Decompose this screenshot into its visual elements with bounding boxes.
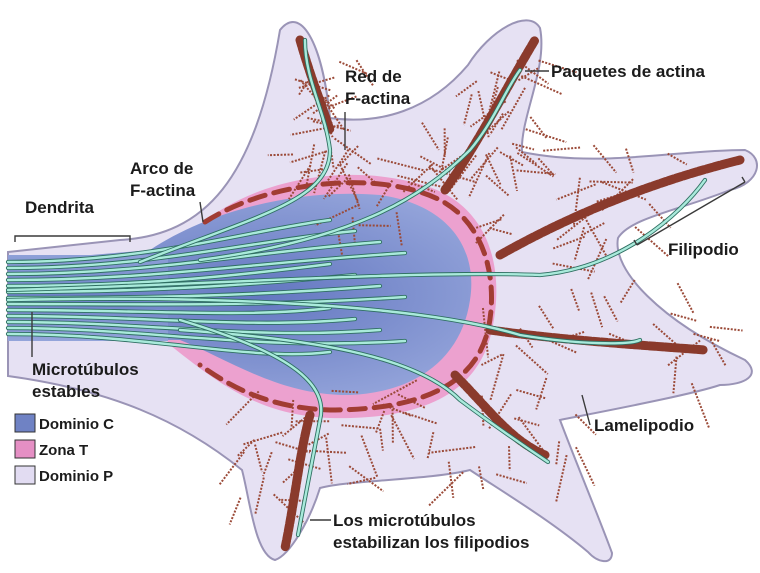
label-dendrita: Dendrita	[25, 198, 95, 217]
f-actin-filament	[530, 117, 546, 138]
label-lamelipodio: Lamelipodio	[594, 416, 694, 435]
label-los-microtubulos: Los microtúbulos	[333, 511, 476, 530]
label-paquetes: Paquetes de actina	[551, 62, 706, 81]
legend-swatch-t	[15, 440, 35, 458]
f-actin-filament	[710, 327, 743, 331]
f-actin-filament	[575, 414, 596, 434]
label-red-f-actina: F-actina	[345, 89, 411, 108]
legend-swatch-c	[15, 414, 35, 432]
f-actin-filament	[526, 129, 566, 142]
f-actin-filament	[678, 283, 694, 313]
label-red-de: Red de	[345, 67, 402, 86]
legend: Dominio C Zona T Dominio P	[15, 414, 114, 485]
legend-label-p: Dominio P	[39, 468, 113, 485]
f-actin-filament	[429, 472, 463, 505]
f-actin-filament	[230, 498, 241, 525]
label-microtubulos: Microtúbulos	[32, 360, 139, 379]
f-actin-filament	[543, 148, 580, 151]
label-arco-de: Arco de	[130, 159, 193, 178]
legend-label-c: Dominio C	[39, 416, 114, 433]
legend-swatch-p	[15, 466, 35, 484]
label-filipodio: Filipodio	[668, 240, 739, 259]
legend-label-t: Zona T	[39, 442, 88, 459]
label-estabilizan: estabilizan los filipodios	[333, 533, 529, 552]
label-arco-f-actina: F-actina	[130, 181, 196, 200]
label-estables: estables	[32, 382, 100, 401]
